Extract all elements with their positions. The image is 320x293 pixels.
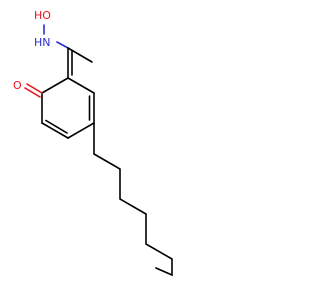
ethylidene-group: [67, 47, 93, 79]
alkyl-chain: [93, 122, 173, 277]
n-hydroxy-group: HO HN: [34, 9, 69, 49]
carbonyl-group: O: [13, 79, 43, 98]
atom-label-hydroxyl: HO: [34, 9, 51, 22]
bond-c4-c5: [41, 122, 69, 139]
structure-diagram: HO HN O: [13, 9, 173, 277]
bond-carbonyl-a: [26, 83, 43, 94]
bond-c6-c1: [41, 77, 69, 94]
bond-c4-c5-inner: [45, 119, 68, 134]
bond-carbonyl-b: [24, 87, 41, 98]
bond-n-c: [56, 41, 69, 49]
atom-label-carbonyl-oxygen: O: [13, 79, 22, 92]
cyclohexadienone-ring: [41, 77, 95, 139]
atom-label-amine: HN: [34, 36, 51, 49]
bond-c3-c4: [67, 122, 95, 139]
nonyl-chain: [93, 122, 173, 277]
bond-c1-c2: [67, 77, 95, 94]
